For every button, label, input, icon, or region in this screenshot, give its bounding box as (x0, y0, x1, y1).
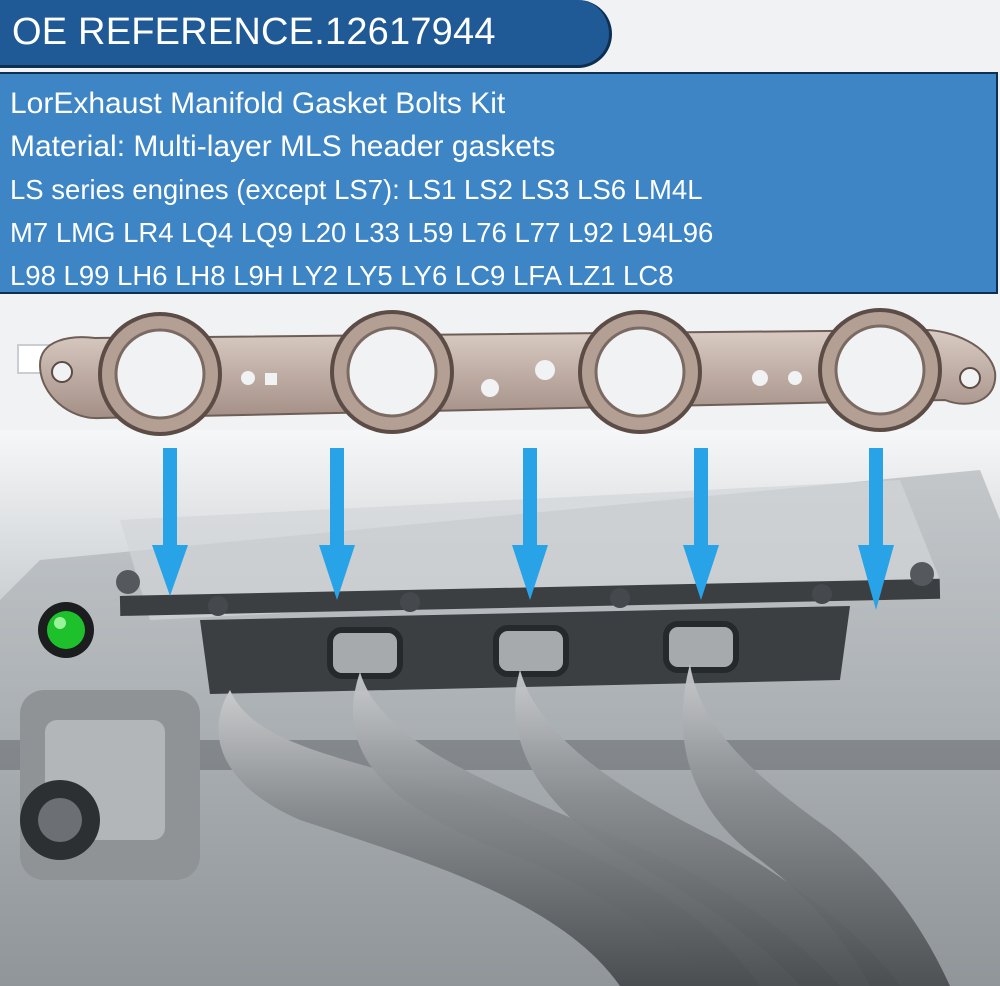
mls-header-gasket (17, 308, 997, 436)
compatibility-line-3: L98 L99 LH6 LH8 L9H LY2 LY5 LY6 LC9 LFA … (10, 260, 674, 291)
green-sensor-cap (38, 602, 94, 658)
product-info-box: LorExhaust Manifold Gasket Bolts Kit Mat… (0, 72, 998, 294)
exhaust-ports (200, 606, 850, 694)
down-arrow-icon (683, 448, 719, 600)
down-arrow-icon (858, 448, 894, 610)
down-arrow-icon (512, 448, 548, 600)
alignment-arrows (152, 448, 894, 610)
oe-reference-banner: OE REFERENCE.12617944 (0, 0, 612, 68)
oe-reference-text: OE REFERENCE.12617944 (12, 11, 496, 53)
engine-block (0, 430, 1000, 986)
product-title-line: LorExhaust Manifold Gasket Bolts Kit (10, 87, 506, 120)
ac-compressor (20, 690, 200, 880)
material-line: Material: Multi-layer MLS header gaskets (10, 130, 556, 163)
compatibility-line-1: LS series engines (except LS7): LS1 LS2 … (10, 174, 703, 205)
down-arrow-icon (319, 448, 355, 600)
exhaust-header (218, 664, 950, 986)
compatibility-line-2: M7 LMG LR4 LQ4 LQ9 L20 L33 L59 L76 L77 L… (10, 217, 714, 248)
down-arrow-icon (152, 448, 188, 596)
